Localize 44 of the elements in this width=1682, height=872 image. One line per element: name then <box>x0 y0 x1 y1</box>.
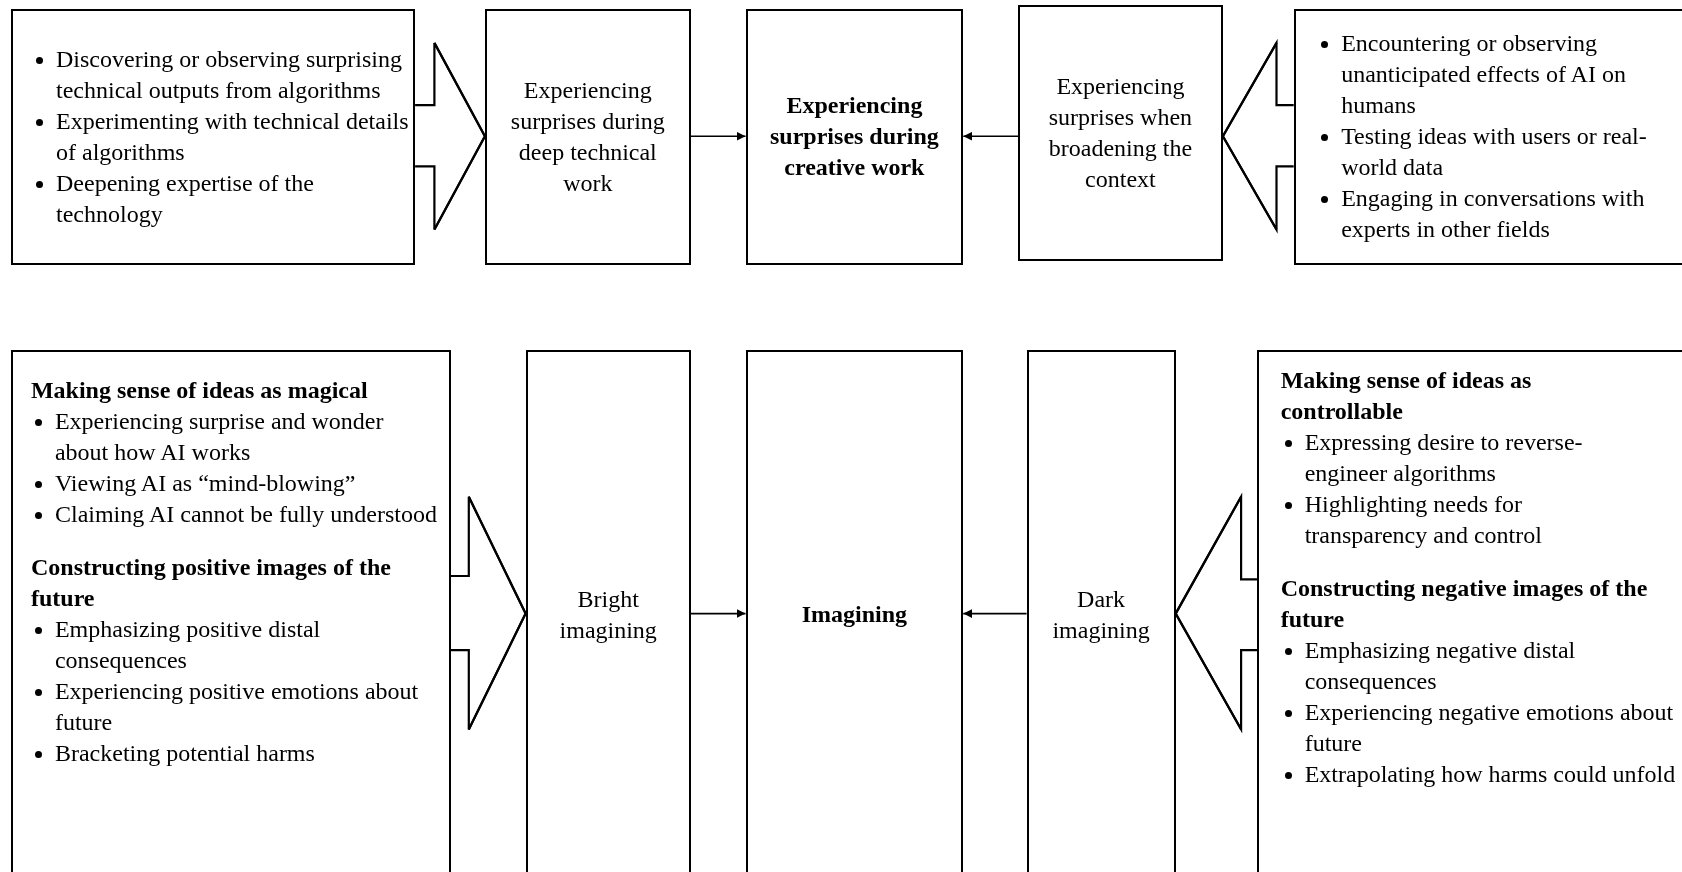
arrow <box>690 131 747 141</box>
process-box <box>1026 349 1176 872</box>
process-box <box>745 349 964 872</box>
list-item: Engaging in conversations with experts in other fields <box>1317 183 1682 246</box>
list-item: Claiming AI cannot be fully understood <box>30 499 439 531</box>
list-item: Discovering or observing surprising technical outputs from algorithms <box>32 43 414 106</box>
list-box <box>1257 349 1682 872</box>
list-item: Viewing AI as “mind-blowing” <box>30 468 439 500</box>
process-box <box>484 8 691 265</box>
list-item: Experiencing negative emotions about future <box>1280 696 1682 759</box>
list-item: Emphasizing positive distal consequences <box>30 614 439 677</box>
node-label: Dark imagining <box>1051 584 1151 645</box>
node-label: Experiencing surprises during deep technical work <box>510 75 666 198</box>
list-item: Expressing desire to reverse-engineer algorithms <box>1280 426 1661 489</box>
list-item: Highlighting needs for transparency and control <box>1280 488 1648 551</box>
process-box <box>745 8 964 265</box>
section-heading: Making sense of ideas as controllable <box>1280 365 1533 426</box>
list-item: Experimenting with technical details of algorithms <box>32 105 414 168</box>
list-item: Encountering or observing unanticipated effects of AI on humans <box>1317 28 1682 122</box>
node-label: Experiencing surprises during creative work <box>769 91 940 183</box>
list-box <box>10 8 416 265</box>
node-label: Bright imagining <box>558 584 658 645</box>
arrow <box>690 609 747 619</box>
block-arrow <box>449 495 527 731</box>
list-item: Deepening expertise of the technology <box>32 167 414 230</box>
list-item: Extrapolating how harms could unfold <box>1280 758 1682 790</box>
list-item: Testing ideas with users or real-world data <box>1317 121 1682 184</box>
list-item: Emphasizing negative distal consequences <box>1280 634 1682 697</box>
list-box <box>1293 8 1682 265</box>
section-heading: Constructing positive images of the future <box>30 553 392 614</box>
node-label: Imagining <box>801 600 908 630</box>
list-item: Experiencing positive emotions about future <box>30 676 439 739</box>
list-box <box>10 349 451 872</box>
list-item: Bracketing potential harms <box>30 738 439 770</box>
block-arrow <box>1174 492 1259 734</box>
process-box <box>525 349 691 872</box>
process-box <box>1018 5 1223 261</box>
section-heading: Constructing negative images of the future <box>1280 573 1649 634</box>
arrow <box>962 131 1019 141</box>
section-heading: Making sense of ideas as magical <box>30 376 369 406</box>
list-item: Experiencing surprise and wonder about how AI works <box>30 406 439 469</box>
node-label: Experiencing surprises when broadening the context <box>1047 72 1194 194</box>
block-arrow <box>1221 38 1295 234</box>
arrow <box>962 609 1028 619</box>
